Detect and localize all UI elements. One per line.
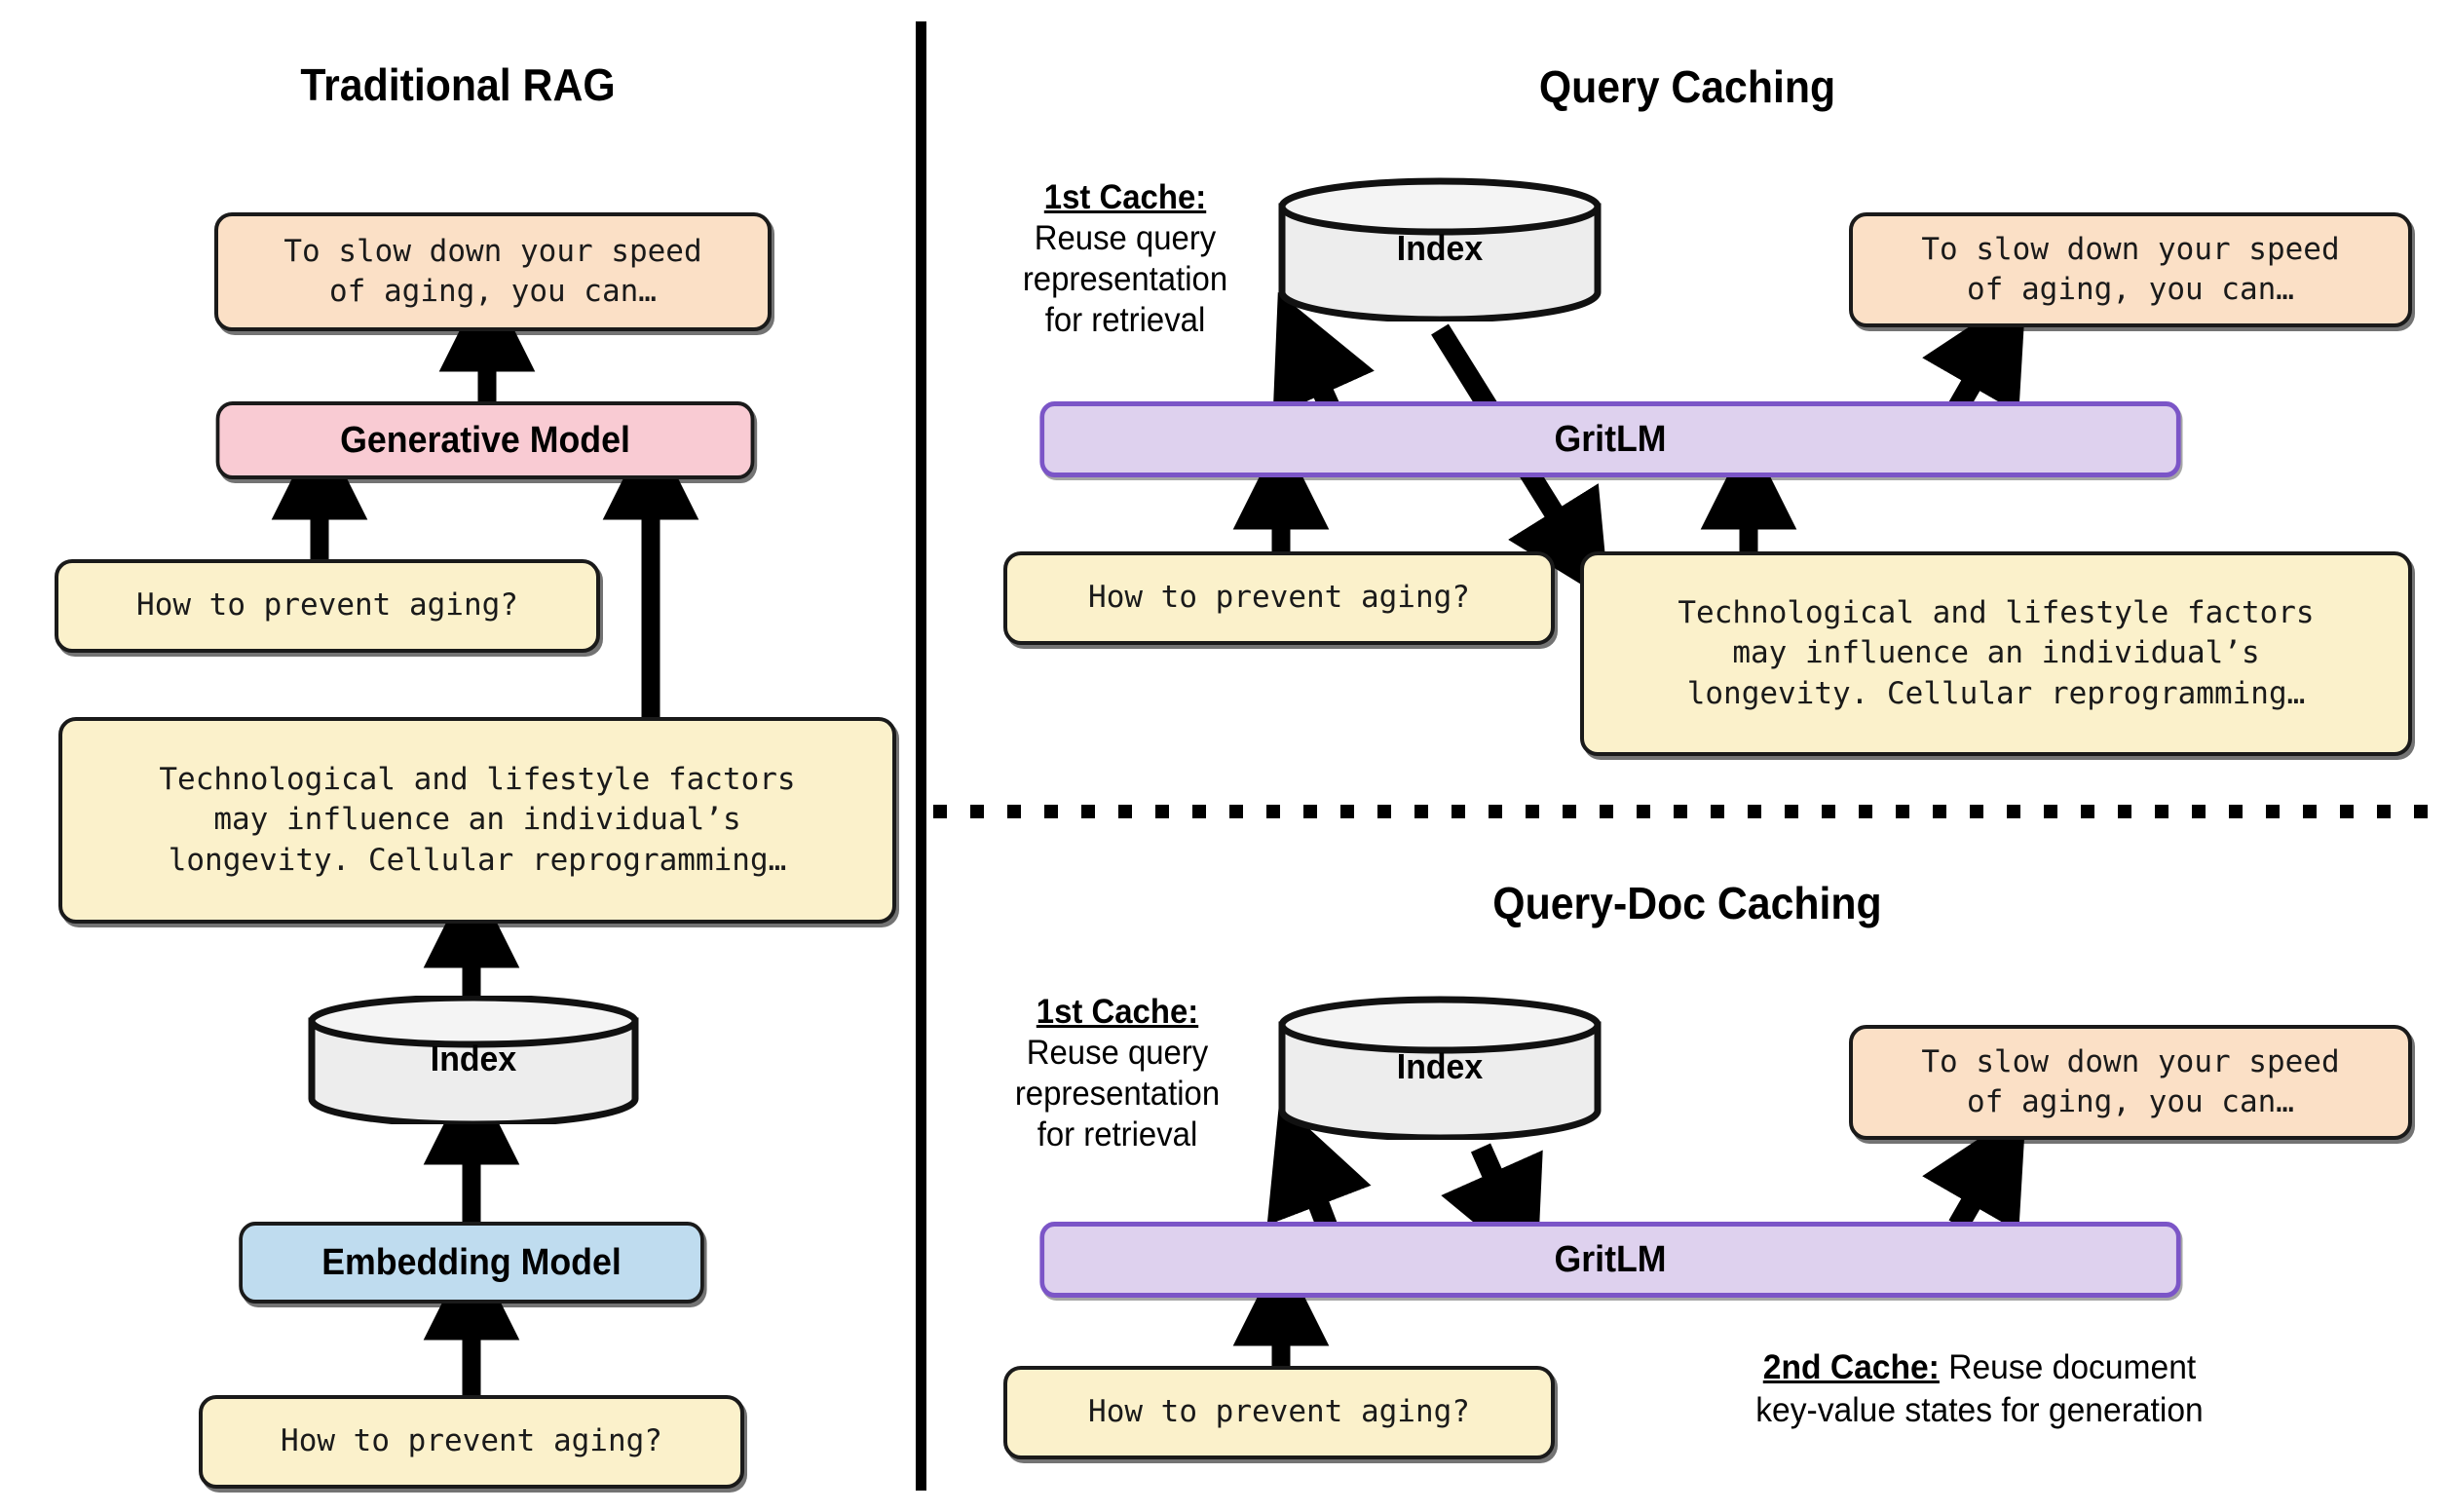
left-index-cylinder: Index	[304, 996, 643, 1124]
qc-answer-box: To slow down your speed of aging, you ca…	[1849, 212, 2412, 327]
left-generative-model-box: Generative Model	[215, 401, 755, 479]
arrow-qc-gritlm-to-answer	[1922, 288, 2026, 414]
qc-first-cache-header: 1st Cache:	[1043, 178, 1207, 216]
arrow-qdc-index-to-gritlm	[1441, 1143, 1543, 1275]
qc-index-cylinder: Index	[1274, 177, 1605, 321]
panel-title-traditional-rag: Traditional RAG	[300, 59, 616, 110]
qdc-first-cache-body: Reuse query representation for retrieval	[1014, 1034, 1221, 1153]
vertical-divider	[916, 21, 926, 1491]
left-document-box: Technological and lifestyle factors may …	[58, 717, 896, 924]
panel-title-query-caching: Query Caching	[1538, 61, 1836, 112]
qc-first-cache-body: Reuse query representation for retrieval	[1022, 219, 1228, 339]
qc-query-box: How to prevent aging?	[1003, 551, 1555, 645]
arrow-qc-gritlm-to-index	[1272, 291, 1375, 417]
qdc-index-label: Index	[1396, 1046, 1484, 1086]
left-answer-box: To slow down your speed of aging, you ca…	[214, 212, 772, 331]
arrow-qdc-gritlm-to-index	[1266, 1101, 1372, 1229]
qc-gritlm-box: GritLM	[1039, 401, 2181, 477]
left-index-label: Index	[430, 1039, 517, 1078]
horizontal-dotted-divider	[933, 805, 2441, 818]
qdc-second-cache-body: Reuse document key-value states for gene…	[1755, 1348, 2204, 1430]
arrow-qdc-gritlm-to-answer	[1922, 1107, 2026, 1232]
qdc-query-box: How to prevent aging?	[1003, 1366, 1555, 1459]
left-query-box-upper: How to prevent aging?	[55, 559, 600, 653]
qc-first-cache-note: 1st Cache: Reuse query representation fo…	[993, 177, 1259, 341]
qdc-gritlm-box: GritLM	[1039, 1222, 2181, 1298]
qdc-second-cache-note: 2nd Cache: Reuse document key-value stat…	[1596, 1346, 2362, 1432]
qc-document-box: Technological and lifestyle factors may …	[1580, 551, 2412, 756]
left-embedding-model-box: Embedding Model	[239, 1222, 704, 1304]
panel-title-query-doc-caching: Query-Doc Caching	[1492, 878, 1882, 928]
qdc-second-cache-header: 2nd Cache:	[1762, 1348, 1940, 1386]
left-query-box-lower: How to prevent aging?	[199, 1395, 744, 1489]
qdc-index-cylinder: Index	[1274, 996, 1605, 1140]
qdc-first-cache-header: 1st Cache:	[1036, 993, 1199, 1031]
qdc-answer-box: To slow down your speed of aging, you ca…	[1849, 1025, 2412, 1140]
qdc-first-cache-note: 1st Cache: Reuse query representation fo…	[985, 992, 1251, 1155]
qc-index-label: Index	[1396, 228, 1484, 268]
